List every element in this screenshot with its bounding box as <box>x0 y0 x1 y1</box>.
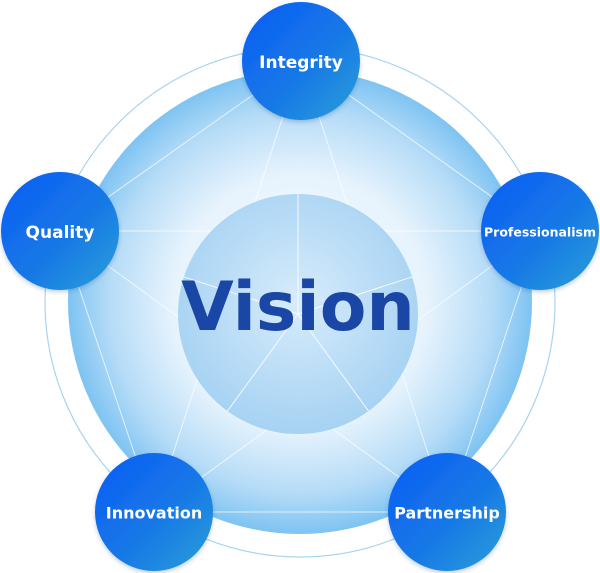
spoke-line <box>297 313 369 412</box>
center-label: Vision <box>181 268 415 347</box>
spoke-line <box>297 276 413 315</box>
node-circle <box>388 453 506 571</box>
value-label-professionalism: Professionalism <box>484 225 596 240</box>
spoke-line <box>183 276 299 315</box>
value-node-partnership <box>388 453 506 571</box>
node-circle <box>242 2 360 120</box>
value-label-innovation: Innovation <box>106 504 202 523</box>
inner-disc-spokes <box>183 194 413 412</box>
value-node-innovation <box>95 453 213 571</box>
node-circle <box>481 172 599 290</box>
value-node-quality <box>1 172 119 290</box>
value-node-professionalism <box>481 172 599 290</box>
node-circle <box>1 172 119 290</box>
value-label-quality: Quality <box>26 223 95 243</box>
spoke-line <box>227 313 299 412</box>
node-circle <box>95 453 213 571</box>
value-label-partnership: Partnership <box>394 504 500 523</box>
value-node-integrity <box>242 2 360 120</box>
value-label-integrity: Integrity <box>259 53 343 73</box>
